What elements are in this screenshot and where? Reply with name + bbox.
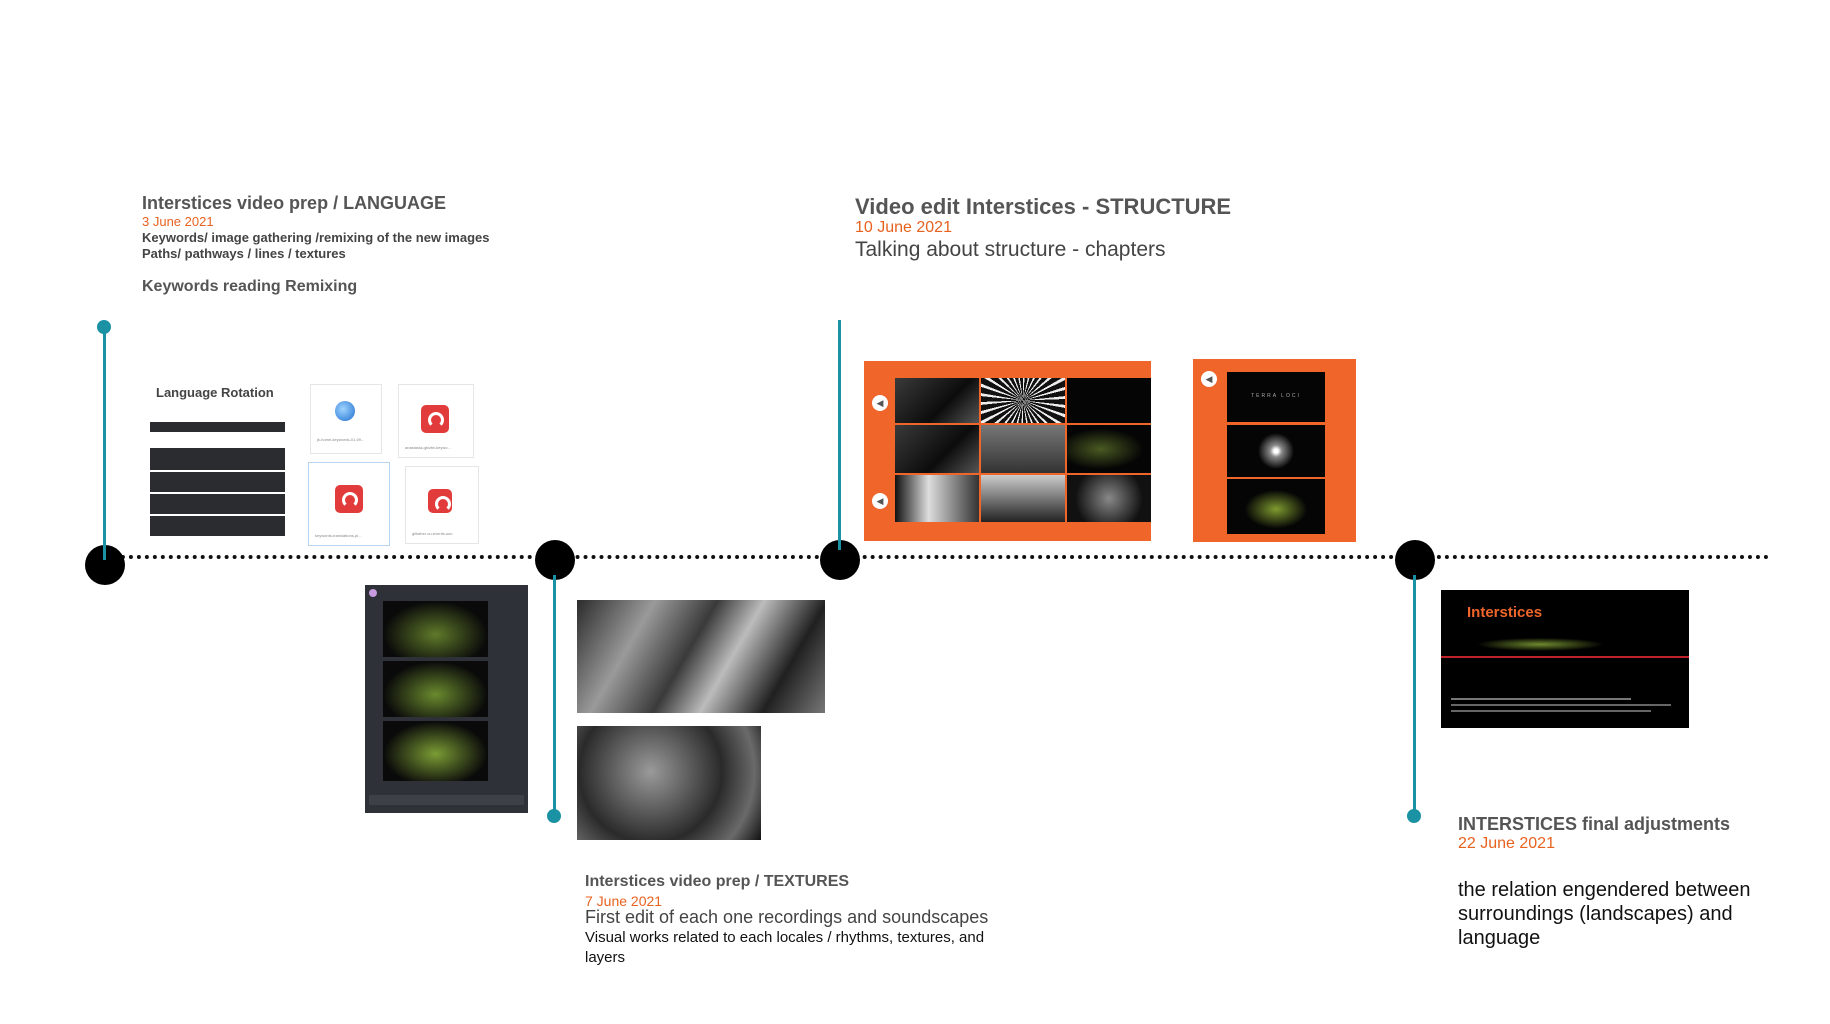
timeline-node-2: [535, 540, 575, 580]
event-line-final-2: surroundings (landscapes) and: [1458, 902, 1733, 926]
event-line-final-3: language: [1458, 926, 1540, 950]
file-card: anastasia-gkivite-keywo...: [398, 384, 474, 458]
pin-final: [1407, 809, 1421, 823]
event-line-language-2: Paths/ pathways / lines / textures: [142, 246, 346, 261]
connector-final: [1413, 575, 1416, 815]
pdf-icon: [428, 489, 452, 513]
event-title-structure: Video edit Interstices - STRUCTURE: [855, 194, 1231, 220]
video-still: [1067, 378, 1151, 423]
connector-textures: [553, 575, 556, 815]
timeline-node-4: [1395, 540, 1435, 580]
globe-icon: [335, 401, 355, 421]
video-still: [981, 475, 1065, 522]
video-still: [895, 475, 979, 522]
file-card: gilkaher-cu-events-soo: [405, 466, 479, 544]
connector-structure: [838, 320, 841, 550]
event-line-language-1: Keywords/ image gathering /remixing of t…: [142, 230, 489, 245]
event-date-language: 3 June 2021: [142, 214, 214, 229]
panel-title: Language Rotation: [156, 385, 274, 400]
event-line-textures-3: layers: [585, 949, 625, 966]
file-card: jk-home-keywords-01-09...: [310, 384, 382, 454]
chat-row: [150, 516, 285, 536]
structure-chapter-grid: ◀ ◀: [864, 361, 1151, 541]
preview-text-line: [1451, 704, 1671, 706]
chat-row: [150, 494, 285, 514]
preview-red-line: [1441, 656, 1689, 658]
play-icon: ◀: [872, 493, 888, 509]
chat-row: [150, 472, 285, 492]
event-title-language: Interstices video prep / LANGUAGE: [142, 193, 446, 214]
message-input: [369, 795, 524, 805]
pin-language: [97, 320, 111, 334]
language-rotation-screenshot: Language Rotation jk-home-keywords-01-09…: [150, 380, 490, 545]
event-date-final: 22 June 2021: [1458, 835, 1555, 853]
video-still: [1227, 479, 1325, 534]
video-still: [981, 425, 1065, 473]
card-caption: gilkaher-cu-events-soo: [412, 531, 452, 536]
still-caption: TERRA LOCI: [1227, 393, 1325, 399]
video-still: [895, 425, 979, 473]
preview-text-line: [1451, 710, 1651, 712]
chat-row: [150, 422, 285, 432]
chat-row: [150, 448, 285, 470]
chat-3d-images-screenshot: [365, 585, 528, 813]
play-icon: ◀: [1201, 371, 1217, 387]
event-line-textures-2: Visual works related to each locales / r…: [585, 929, 984, 946]
image-3d-scan: [383, 601, 488, 657]
texture-image-rock: [577, 726, 761, 840]
card-caption: anastasia-gkivite-keywo...: [405, 445, 451, 450]
pin-textures: [547, 809, 561, 823]
video-still: [1227, 425, 1325, 477]
image-3d-scan: [383, 721, 488, 781]
image-3d-scan: [383, 661, 488, 717]
pdf-icon: [335, 485, 363, 513]
card-caption: keywords-translations-pl...: [315, 533, 361, 538]
play-icon: ◀: [872, 395, 888, 411]
file-card: keywords-translations-pl...: [308, 462, 390, 546]
avatar: [369, 589, 377, 597]
event-subheading-language: Keywords reading Remixing: [142, 278, 357, 296]
event-title-final: INTERSTICES final adjustments: [1458, 814, 1730, 835]
event-line-structure-1: Talking about structure - chapters: [855, 238, 1166, 262]
video-still: TERRA LOCI: [1227, 372, 1325, 422]
event-line-final-1: the relation engendered between: [1458, 878, 1750, 902]
video-still: [1067, 475, 1151, 522]
video-still: [1067, 425, 1151, 473]
texture-image-grid: [577, 600, 825, 713]
video-still: [895, 378, 979, 423]
interstices-preview: Interstices: [1441, 590, 1689, 728]
preview-text-line: [1451, 698, 1631, 700]
video-still: [981, 378, 1065, 423]
card-caption: jk-home-keywords-01-09...: [317, 437, 364, 442]
structure-vertical-stills: ◀ TERRA LOCI: [1193, 359, 1356, 542]
preview-title: Interstices: [1467, 604, 1542, 621]
pdf-icon: [421, 405, 449, 433]
event-date-structure: 10 June 2021: [855, 219, 952, 237]
connector-language: [103, 330, 106, 560]
event-title-textures: Interstices video prep / TEXTURES: [585, 873, 849, 891]
event-line-textures-1: First edit of each one recordings and so…: [585, 907, 988, 928]
timeline-dotted-line: [105, 555, 1770, 559]
